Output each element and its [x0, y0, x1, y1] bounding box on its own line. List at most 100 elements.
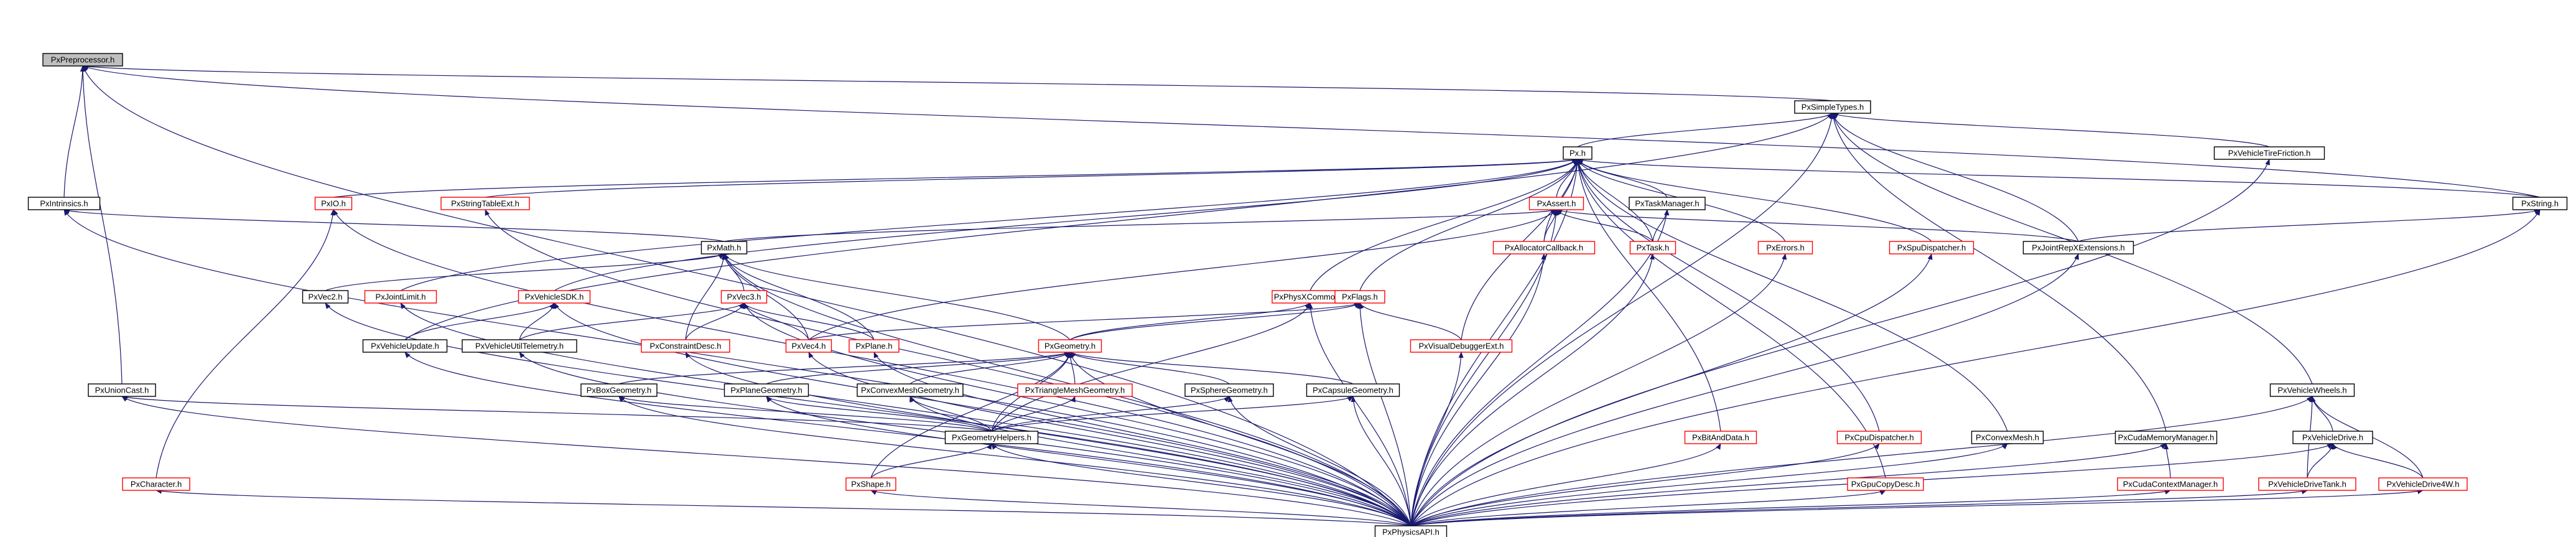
node-label: PxAssert.h	[1537, 199, 1576, 208]
node-pxvehicleutiltelemetry[interactable]: PxVehicleUtilTelemetry.h	[462, 339, 577, 353]
node-box	[2512, 197, 2568, 210]
node-pxallocatorcallback[interactable]: PxAllocatorCallback.h	[1492, 241, 1596, 254]
node-label: PxPhysXCommon.h	[1274, 292, 1346, 302]
node-box	[2114, 431, 2218, 444]
node-box	[1684, 431, 1757, 444]
node-label: PxVec2.h	[309, 292, 343, 302]
node-pxconstraintdesc[interactable]: PxConstraintDesc.h	[641, 339, 730, 353]
node-pxvec3[interactable]: PxVec3.h	[720, 290, 768, 304]
node-box	[1563, 146, 1593, 160]
node-label: PxShape.h	[851, 480, 891, 489]
node-pxh[interactable]: Px.h	[1563, 146, 1593, 160]
node-label: PxCpuDispatcher.h	[1844, 433, 1913, 442]
edge-pxcudacontextmanager-to-pxcudamemorymanager	[2164, 443, 2171, 479]
edge-pxphysicsapi-to-pxspheregeometry	[1227, 396, 1411, 526]
node-pxmath[interactable]: PxMath.h	[700, 241, 748, 254]
node-pxgpucopydesc[interactable]: PxGpuCopyDesc.h	[1847, 477, 1924, 491]
node-pxvehiclewheels[interactable]: PxVehicleWheels.h	[2269, 383, 2355, 397]
node-box	[1306, 383, 1400, 397]
node-pxvehicledrivetank[interactable]: PxVehicleDriveTank.h	[2258, 477, 2356, 491]
node-pxconvexmeshgeometry[interactable]: PxConvexMeshGeometry.h	[857, 383, 964, 397]
node-box	[1410, 339, 1513, 353]
file-nodes: PxPreprocessor.hPxSimpleTypes.hPx.hPxInt…	[27, 53, 2568, 537]
edge-pxvehicleutiltelemetry-to-pxvehiclesdk	[519, 302, 556, 340]
node-pxconvexmesh[interactable]: PxConvexMesh.h	[1971, 431, 2044, 444]
node-box	[1038, 339, 1102, 353]
node-pxcharacter[interactable]: PxCharacter.h	[122, 477, 190, 491]
node-label: PxTask.h	[1637, 243, 1670, 253]
edge-pxcapsulegeometry-to-pxgeometry	[1069, 352, 1354, 385]
node-pxjointrepxextensions[interactable]: PxJointRepXExtensions.h	[2022, 241, 2134, 254]
node-pxphysicsapi[interactable]: PxPhysicsAPI.h	[1374, 525, 1448, 537]
edge-pxtrianglemeshgeometry-to-pxgeometry	[1067, 352, 1076, 385]
edge-pxshape-to-pxgeometry	[870, 352, 1071, 479]
edge-pxphysicsapi-to-pxerrors	[1410, 253, 1787, 526]
node-pxvehicledrive[interactable]: PxVehicleDrive.h	[2292, 431, 2373, 444]
node-pxvec2[interactable]: PxVec2.h	[302, 290, 349, 304]
edge-pxcharacter-to-pxio	[156, 209, 336, 479]
node-pxcudacontextmanager[interactable]: PxCudaContextManager.h	[2117, 477, 2224, 491]
edge-pxvec4-to-pxassert	[808, 209, 1557, 340]
node-pxunioncast[interactable]: PxUnionCast.h	[88, 383, 156, 397]
node-pxvehicletirefriction[interactable]: PxVehicleTireFriction.h	[2213, 146, 2325, 160]
node-pxstringtableext[interactable]: PxStringTableExt.h	[440, 197, 530, 210]
node-pxvisualdebuggerext[interactable]: PxVisualDebuggerExt.h	[1410, 339, 1513, 353]
edge-pxphysicsapi-to-pxstring	[1410, 209, 2541, 526]
node-pxvec4[interactable]: PxVec4.h	[785, 339, 832, 353]
node-pxio[interactable]: PxIO.h	[314, 197, 353, 210]
node-pxvehiclesdk[interactable]: PxVehicleSDK.h	[518, 290, 591, 304]
node-pxvehicleupdate[interactable]: PxVehicleUpdate.h	[362, 339, 448, 353]
node-label: PxSpuDispatcher.h	[1897, 243, 1966, 253]
node-pxshape[interactable]: PxShape.h	[845, 477, 896, 491]
node-pxspheregeometry[interactable]: PxSphereGeometry.h	[1184, 383, 1274, 397]
edge-pxphysicsapi-to-pxflags	[1357, 302, 1411, 526]
edge-pxgeometry-to-pxmath	[723, 253, 1071, 340]
node-box	[1889, 241, 1974, 254]
edge-pxtask-to-pxassert	[1556, 209, 1653, 242]
node-pxbitanddata[interactable]: PxBitAndData.h	[1684, 431, 1757, 444]
node-pxboxgeometry[interactable]: PxBoxGeometry.h	[580, 383, 658, 397]
node-label: PxVehicleDriveTank.h	[2268, 480, 2346, 489]
edge-pxbitanddata-to-pxh	[1575, 159, 1721, 432]
node-pxintrinsics[interactable]: PxIntrinsics.h	[27, 197, 101, 210]
node-box	[1836, 431, 1922, 444]
node-pxgeometryhelpers[interactable]: PxGeometryHelpers.h	[944, 431, 1039, 444]
node-pxjointlimit[interactable]: PxJointLimit.h	[364, 290, 437, 304]
edge-pxspheregeometry-to-pxgeometry	[1069, 352, 1230, 385]
node-pxvehicledrive4w[interactable]: PxVehicleDrive4W.h	[2378, 477, 2468, 491]
node-label: PxFlags.h	[1342, 292, 1378, 302]
node-label: PxConvexMeshGeometry.h	[861, 386, 959, 395]
node-label: PxGeometry.h	[1044, 342, 1095, 351]
edge-pxgeometryhelpers-to-pxboxgeometry	[618, 396, 992, 432]
node-pxgeometry[interactable]: PxGeometry.h	[1038, 339, 1102, 353]
node-label: PxStringTableExt.h	[451, 199, 519, 208]
node-label: PxSphereGeometry.h	[1191, 386, 1268, 395]
node-pxassert[interactable]: PxAssert.h	[1528, 197, 1584, 210]
node-label: PxBoxGeometry.h	[587, 386, 652, 395]
node-pxphysxcommon[interactable]: PxPhysXCommon.h	[1272, 290, 1349, 304]
node-pxtask[interactable]: PxTask.h	[1629, 241, 1676, 254]
node-pxflags[interactable]: PxFlags.h	[1334, 290, 1385, 304]
node-pxcpudispatcher[interactable]: PxCpuDispatcher.h	[1836, 431, 1922, 444]
edge-pxvisualdebuggerext-to-pxflags	[1359, 302, 1462, 340]
edge-pxphysicsapi-to-pxshape	[870, 490, 1411, 526]
node-pxerrors[interactable]: PxErrors.h	[1757, 241, 1813, 254]
node-pxpreprocessor[interactable]: PxPreprocessor.h	[42, 53, 123, 67]
node-pxcapsulegeometry[interactable]: PxCapsuleGeometry.h	[1306, 383, 1400, 397]
node-pxtaskmanager[interactable]: PxTaskManager.h	[1629, 197, 1706, 210]
node-pxsimpletypes[interactable]: PxSimpleTypes.h	[1794, 100, 1871, 114]
edge-pxphysicsapi-to-pxvec4	[808, 352, 1411, 526]
edge-pxgeometryhelpers-to-pxconvexmeshgeometry	[909, 396, 992, 432]
node-pxplanegeometry[interactable]: PxPlaneGeometry.h	[723, 383, 809, 397]
node-pxplane[interactable]: PxPlane.h	[849, 339, 900, 353]
edge-pxphysicsapi-to-pxgpucopydesc	[1410, 490, 1886, 526]
node-pxspudispatcher[interactable]: PxSpuDispatcher.h	[1889, 241, 1974, 254]
edge-pxphysicsapi-to-pxvehiclewheels	[1410, 396, 2313, 526]
node-pxcudamemorymanager[interactable]: PxCudaMemoryManager.h	[2114, 431, 2218, 444]
node-pxtrianglemeshgeometry[interactable]: PxTriangleMeshGeometry.h	[1017, 383, 1133, 397]
node-box	[2378, 477, 2468, 491]
node-box	[1757, 241, 1813, 254]
node-box	[314, 197, 353, 210]
edge-pxphysicsapi-to-pxvehiclesdk	[554, 302, 1411, 526]
node-pxstring[interactable]: PxString.h	[2512, 197, 2568, 210]
